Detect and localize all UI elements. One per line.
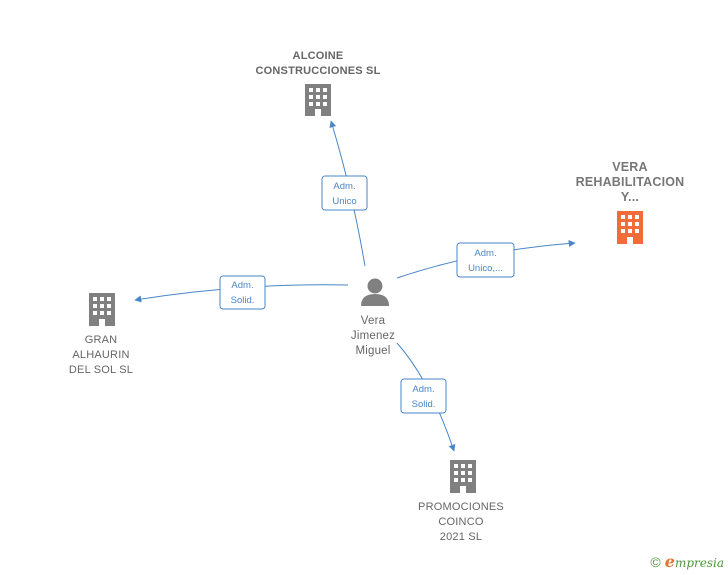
brand-logo[interactable]: empresia: [665, 552, 724, 571]
edge-label-line-2: Solid.: [412, 399, 436, 410]
company-label-line-2: CONSTRUCCIONES SL: [255, 65, 380, 77]
edge-label-line-1: Adm.: [231, 280, 253, 291]
copyright-icon: ©: [650, 553, 661, 570]
company-label-line-2: REHABILITACION: [576, 175, 685, 189]
brand-initial: e: [664, 552, 675, 571]
company-node-vera[interactable]: VERA REHABILITACION Y...: [576, 160, 685, 244]
company-node-gran[interactable]: GRAN ALHAURIN DEL SOL SL: [69, 293, 133, 376]
edge-label-promociones[interactable]: Adm. Solid.: [400, 378, 447, 414]
edge-label-line-1: Adm.: [474, 248, 496, 259]
company-label-line-1: ALCOINE: [293, 50, 344, 62]
building-icon: [89, 293, 115, 326]
building-icon: [305, 84, 331, 116]
person-icon: [361, 278, 389, 306]
building-icon: [617, 211, 643, 244]
company-label-line-2: COINCO: [438, 516, 483, 528]
edge-label-line-1: Adm.: [333, 181, 355, 192]
person-label-line-2: Jimenez: [351, 330, 395, 342]
company-label-line-3: 2021 SL: [440, 531, 482, 543]
company-node-alcoine[interactable]: ALCOINE CONSTRUCCIONES SL: [255, 50, 380, 116]
edge-label-gran[interactable]: Adm. Solid.: [219, 275, 266, 310]
footer-brand: © empresia: [650, 552, 724, 571]
company-label-line-3: Y...: [621, 190, 639, 204]
edge-label-line-2: Solid.: [231, 295, 255, 306]
company-node-promociones[interactable]: PROMOCIONES COINCO 2021 SL: [418, 460, 504, 543]
company-label-line-1: PROMOCIONES: [418, 501, 504, 513]
edge-label-line-2: Unico,...: [468, 263, 503, 274]
person-node[interactable]: Vera Jimenez Miguel: [351, 278, 395, 358]
edge-label-line-2: Unico: [332, 196, 356, 207]
company-label-line-3: DEL SOL SL: [69, 364, 133, 376]
person-label-line-1: Vera: [361, 315, 386, 327]
company-label-line-2: ALHAURIN: [72, 349, 129, 361]
edge-labels: Adm. Unico Adm. Unico,... Adm. Solid. Ad…: [219, 175, 515, 414]
company-label-line-1: GRAN: [85, 334, 118, 346]
edges: [134, 120, 576, 452]
edge-label-line-1: Adm.: [412, 384, 434, 395]
edge-label-alcoine[interactable]: Adm. Unico: [321, 175, 368, 211]
person-label-line-3: Miguel: [355, 345, 390, 357]
building-icon: [450, 460, 476, 493]
edge-label-vera[interactable]: Adm. Unico,...: [456, 242, 515, 278]
brand-name: mpresia: [674, 556, 724, 570]
company-label-line-1: VERA: [612, 160, 648, 174]
